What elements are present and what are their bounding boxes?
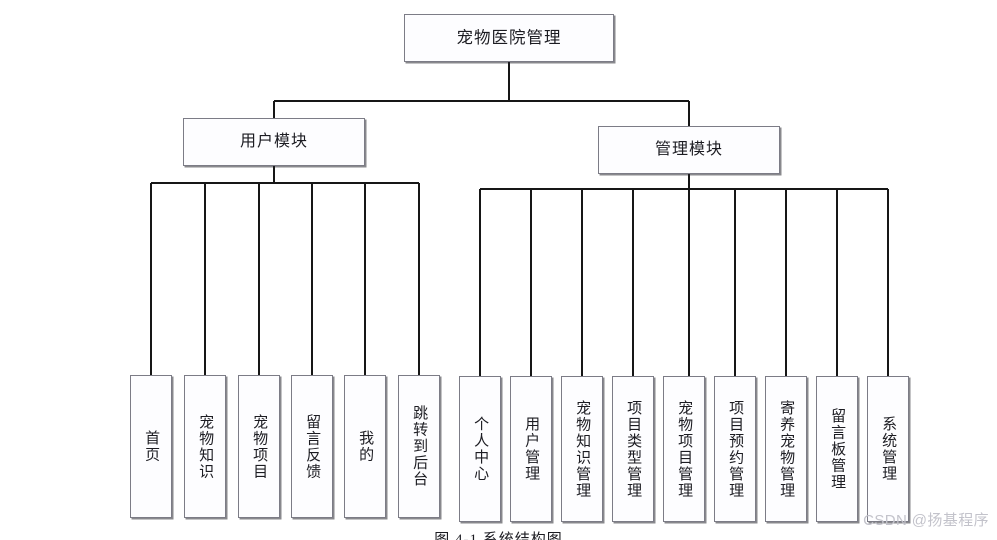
node-home[interactable]: 首页 bbox=[130, 375, 172, 518]
node-boarding-pet-management[interactable]: 寄养宠物管理 bbox=[765, 376, 807, 522]
node-pet-project-management[interactable]: 宠物项目管理 bbox=[663, 376, 705, 522]
node-mine[interactable]: 我的 bbox=[344, 375, 386, 518]
node-user-management[interactable]: 用户管理 bbox=[510, 376, 552, 522]
node-user-module[interactable]: 用户模块 bbox=[183, 118, 365, 166]
csdn-watermark: CSDN @扬基程序 bbox=[863, 512, 989, 529]
node-message-board-management[interactable]: 留言板管理 bbox=[816, 376, 858, 522]
node-personal-center[interactable]: 个人中心 bbox=[459, 376, 501, 522]
figure-caption: 图 4-1 系统结构图 bbox=[434, 532, 563, 540]
node-admin-module[interactable]: 管理模块 bbox=[598, 126, 780, 174]
node-system-management[interactable]: 系统管理 bbox=[867, 376, 909, 522]
node-project-booking-management[interactable]: 项目预约管理 bbox=[714, 376, 756, 522]
node-pet-knowledge-management[interactable]: 宠物知识管理 bbox=[561, 376, 603, 522]
node-project-type-management[interactable]: 项目类型管理 bbox=[612, 376, 654, 522]
node-root[interactable]: 宠物医院管理 bbox=[404, 14, 614, 62]
node-message-feedback[interactable]: 留言反馈 bbox=[291, 375, 333, 518]
node-pet-project[interactable]: 宠物项目 bbox=[238, 375, 280, 518]
node-pet-knowledge[interactable]: 宠物知识 bbox=[184, 375, 226, 518]
node-jump-to-backend[interactable]: 跳转到后台 bbox=[398, 375, 440, 518]
